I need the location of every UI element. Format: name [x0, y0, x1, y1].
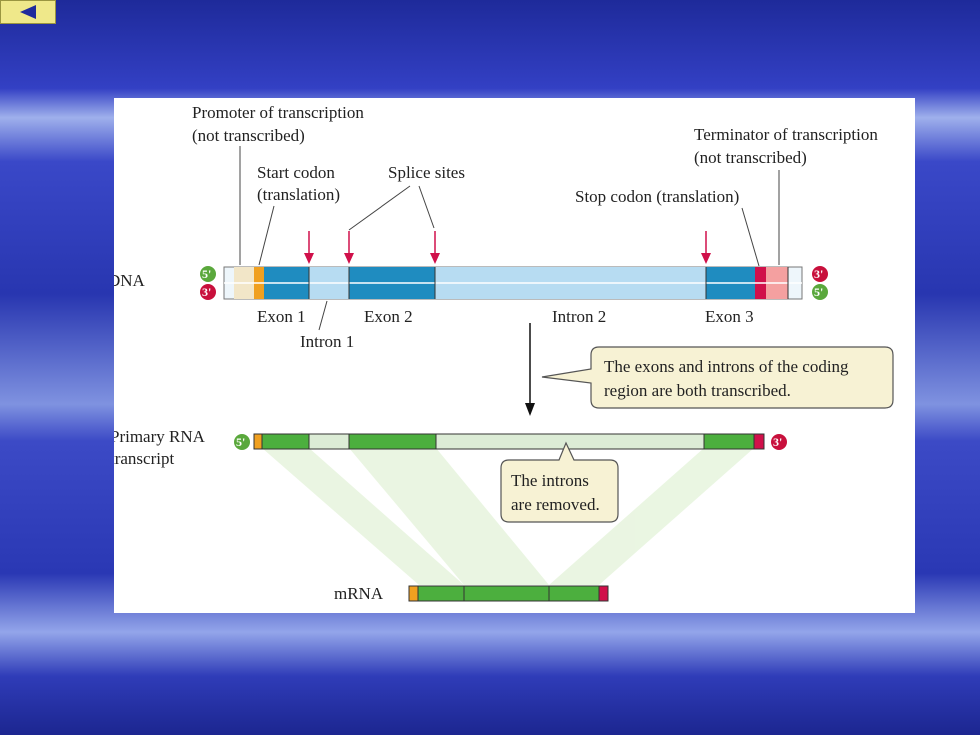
exon1-label: Exon 1: [257, 307, 306, 326]
dna-5prime-top: [200, 266, 216, 282]
callout-transcribed: The exons and introns of the coding regi…: [541, 346, 894, 409]
rna-3prime: [771, 434, 787, 450]
mrna-label: mRNA: [334, 584, 384, 603]
svg-text:3': 3': [773, 435, 782, 449]
exon3-label: Exon 3: [705, 307, 754, 326]
dna-bar: [223, 266, 803, 300]
splice-fan: [262, 448, 754, 585]
svg-text:3': 3': [202, 285, 211, 299]
intron1-label: Intron 1: [300, 332, 354, 351]
mrna-bar: [408, 585, 609, 602]
gene-structure-diagram: Promoter of transcription (not transcrib…: [114, 103, 894, 603]
splice-arrows: [304, 231, 711, 264]
dna-3prime-bottom: [200, 284, 216, 300]
promoter-label-1: Promoter of transcription: [192, 103, 364, 122]
splice-sites-label: Splice sites: [388, 163, 465, 182]
diagram-panel: Promoter of transcription (not transcrib…: [114, 98, 915, 613]
primary-rna-label-1: Primary RNA: [114, 427, 206, 446]
svg-text:3': 3': [814, 267, 823, 281]
dna-label: DNA: [114, 271, 146, 290]
primary-rna-bar: [253, 433, 765, 450]
svg-text:The exons and introns of the c: The exons and introns of the coding: [604, 357, 849, 376]
stop-codon-label: Stop codon (translation): [575, 187, 739, 206]
svg-text:5': 5': [814, 285, 823, 299]
dna-5prime-bottom: [812, 284, 828, 300]
svg-text:5': 5': [236, 435, 245, 449]
primary-rna-label-2: transcript: [114, 449, 174, 468]
promoter-label-2: (not transcribed): [192, 126, 305, 145]
svg-text:5': 5': [202, 267, 211, 281]
exon2-label: Exon 2: [364, 307, 413, 326]
terminator-label-2: (not transcribed): [694, 148, 807, 167]
back-button[interactable]: [0, 0, 56, 24]
dna-3prime-top: [812, 266, 828, 282]
svg-text:are removed.: are removed.: [511, 495, 600, 514]
triangle-left-icon: [20, 5, 36, 19]
svg-text:region are both transcribed.: region are both transcribed.: [604, 381, 791, 400]
terminator-label-1: Terminator of transcription: [694, 125, 878, 144]
callout-removed: The introns are removed.: [500, 441, 619, 523]
intron2-label: Intron 2: [552, 307, 606, 326]
svg-text:The introns: The introns: [511, 471, 589, 490]
start-codon-label-1: Start codon: [257, 163, 335, 182]
rna-5prime: [234, 434, 250, 450]
start-codon-label-2: (translation): [257, 185, 340, 204]
